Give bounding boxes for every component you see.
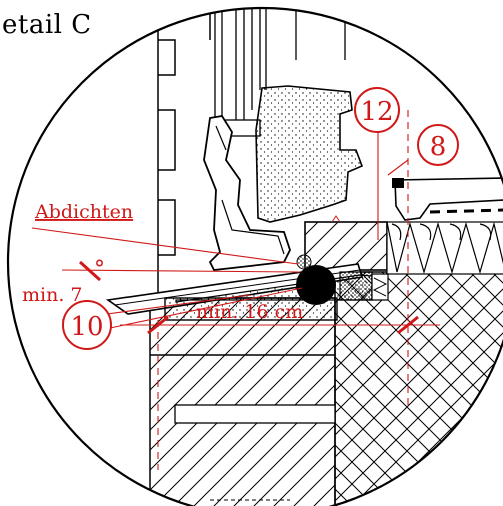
detail-circle: [6, 6, 503, 506]
callout-8-circle: [417, 124, 459, 166]
distance-label: min. 16 cm: [196, 301, 303, 323]
callout-12-number: 12: [360, 97, 393, 127]
angle-label: min. 7: [22, 284, 83, 306]
detail-title: etail C: [2, 10, 92, 40]
sill-support: [164, 297, 338, 321]
callout-10-number: 10: [70, 312, 103, 342]
frame-sill-block: [304, 221, 388, 271]
callout-8-number: 8: [430, 132, 447, 162]
sealing-tape: [339, 271, 373, 301]
window-frame-profile: [255, 85, 364, 223]
insulation: [386, 221, 503, 275]
sealing-label: Abdichten: [34, 201, 133, 223]
callout-10-circle: [62, 300, 112, 350]
facade-panel: [392, 177, 503, 221]
cover-profile: [203, 115, 291, 271]
degree-sign: °: [94, 257, 105, 282]
backer-rod: [296, 265, 336, 305]
wall-outline: [157, 8, 211, 300]
callout-12-circle: [354, 87, 400, 133]
